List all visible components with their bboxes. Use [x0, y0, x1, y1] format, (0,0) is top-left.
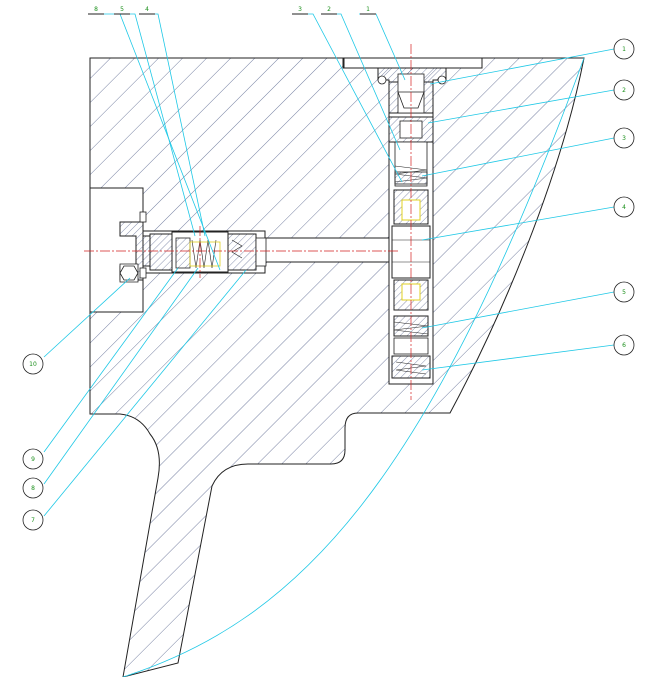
top-labels: 8 5 4 3 2 1 [88, 6, 376, 15]
callout-bubble-r6: 6 [613, 334, 635, 356]
svg-text:8: 8 [94, 6, 98, 13]
svg-text:1: 1 [622, 46, 626, 53]
callout-bubble-r2: 2 [613, 79, 635, 101]
top-label-4: 4 [139, 6, 155, 15]
svg-text:9: 9 [31, 456, 35, 463]
svg-text:3: 3 [298, 6, 302, 13]
svg-text:10: 10 [29, 361, 37, 368]
callout-bubble-r3: 3 [613, 127, 635, 149]
callout-bubble-r5: 5 [613, 281, 635, 303]
callout-bubble-l9: 9 [22, 448, 44, 470]
top-label-3: 3 [292, 6, 308, 15]
callout-bubble-r1: 1 [613, 38, 635, 60]
svg-text:5: 5 [120, 6, 124, 13]
center-lines [84, 44, 412, 400]
top-label-1: 1 [360, 6, 376, 15]
housing-body [89, 57, 585, 677]
callout-bubble-l10: 10 [22, 353, 44, 375]
top-label-8: 8 [88, 6, 104, 15]
callout-bubble-l7: 7 [22, 509, 44, 531]
svg-text:5: 5 [622, 289, 626, 296]
svg-text:2: 2 [327, 6, 331, 13]
callout-bubble-l8: 8 [22, 477, 44, 499]
svg-text:3: 3 [622, 135, 626, 142]
svg-text:2: 2 [622, 87, 626, 94]
svg-text:4: 4 [145, 6, 149, 13]
svg-text:4: 4 [622, 204, 626, 211]
svg-text:7: 7 [31, 517, 35, 524]
top-label-5: 5 [114, 6, 130, 15]
horizontal-valve-assembly [119, 211, 267, 283]
left-callouts: 10 9 8 7 [22, 353, 44, 531]
right-callouts: 1 2 3 4 5 6 [613, 38, 635, 356]
svg-text:8: 8 [31, 485, 35, 492]
top-label-2: 2 [321, 6, 337, 15]
svg-text:1: 1 [366, 6, 370, 13]
svg-text:6: 6 [622, 342, 626, 349]
callout-bubble-r4: 4 [613, 196, 635, 218]
